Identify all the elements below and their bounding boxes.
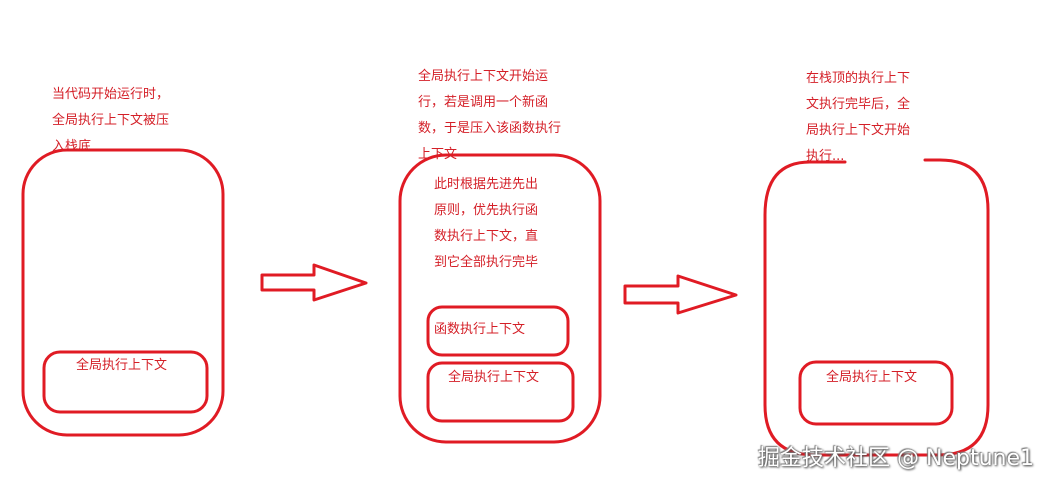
- watermark: 掘金技术社区 @ Neptune1: [758, 446, 1034, 471]
- panel-1-note: 当代码开始运行时， 全局执行上下文被压 入栈底: [52, 87, 170, 154]
- panel-3-note: 在栈顶的执行上下 文执行完毕后，全 局执行上下文开始 执行...: [806, 71, 911, 164]
- panel-2-global-context-label: 全局执行上下文: [448, 370, 540, 385]
- arrow-right-2: [623, 274, 738, 315]
- panel-2-function-context-label: 函数执行上下文: [434, 322, 526, 337]
- stack-3-global-context-box: [798, 360, 954, 426]
- panel-2-note: 全局执行上下文开始运 行，若是调用一个新函 数，于是压入该函数执行 上下文: [418, 69, 562, 162]
- panel-3-global-context-label: 全局执行上下文: [826, 370, 918, 385]
- panel-2-inner-note: 此时根据先进先出 原则，优先执行函 数执行上下文，直 到它全部执行完毕: [434, 177, 539, 270]
- stack-1-outline: [21, 148, 225, 437]
- panel-1-global-context-label: 全局执行上下文: [76, 358, 168, 373]
- stack-2-function-context-box: [426, 305, 570, 357]
- stack-2-outline: [398, 153, 602, 444]
- stack-3-outline: [763, 158, 990, 457]
- arrow-right-1: [260, 263, 368, 302]
- stack-2-global-context-box: [426, 361, 575, 423]
- stack-1-global-context-box: [42, 350, 209, 414]
